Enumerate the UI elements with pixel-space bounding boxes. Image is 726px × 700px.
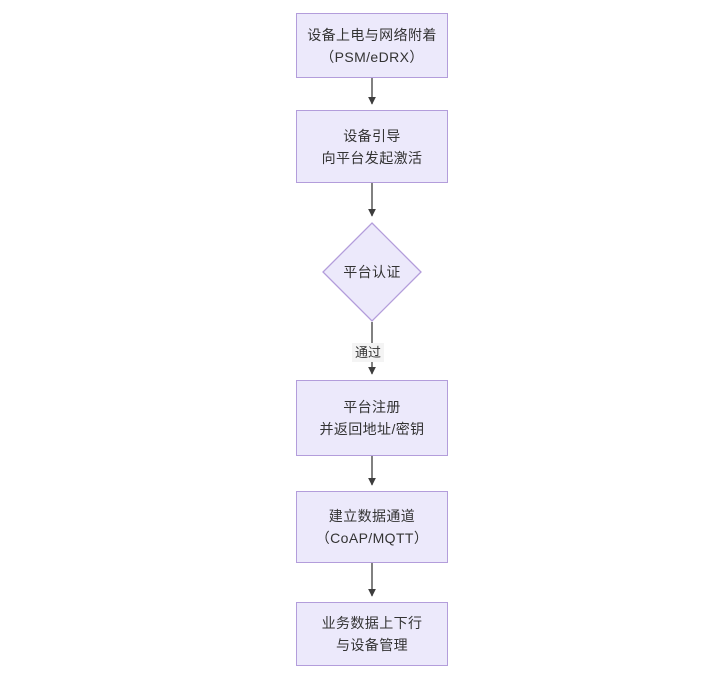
node-platform-registration-return-address-key[interactable]: 平台注册 并返回地址/密钥 [296,380,448,456]
node-label-line1: 平台认证 [343,264,401,280]
node-platform-authentication[interactable]: 平台认证 [322,222,422,322]
node-label-line2: 与设备管理 [336,637,408,653]
diamond-shape [322,222,422,322]
node-business-data-uplink-downlink-device-management[interactable]: 业务数据上下行 与设备管理 [296,602,448,666]
node-device-bootstrap-activation[interactable]: 设备引导 向平台发起激活 [296,110,448,183]
node-label-line2: 向平台发起激活 [321,149,423,166]
node-label-line1: 平台注册 [343,399,401,415]
node-label-line1: 设备上电与网络附着 [307,26,437,43]
edge-label-pass: 通过 [352,343,385,362]
node-label-line2: 并返回地址/密钥 [319,421,425,437]
node-label-line2: （CoAP/MQTT） [315,530,429,546]
node-label-line1: 建立数据通道 [328,508,416,524]
node-label-line1: 设备引导 [343,127,401,144]
node-label-line2: （PSM/eDRX） [320,48,424,65]
node-power-on-network-attach[interactable]: 设备上电与网络附着 （PSM/eDRX） [296,13,448,78]
node-label-line1: 业务数据上下行 [321,615,423,631]
node-establish-data-channel[interactable]: 建立数据通道 （CoAP/MQTT） [296,491,448,563]
